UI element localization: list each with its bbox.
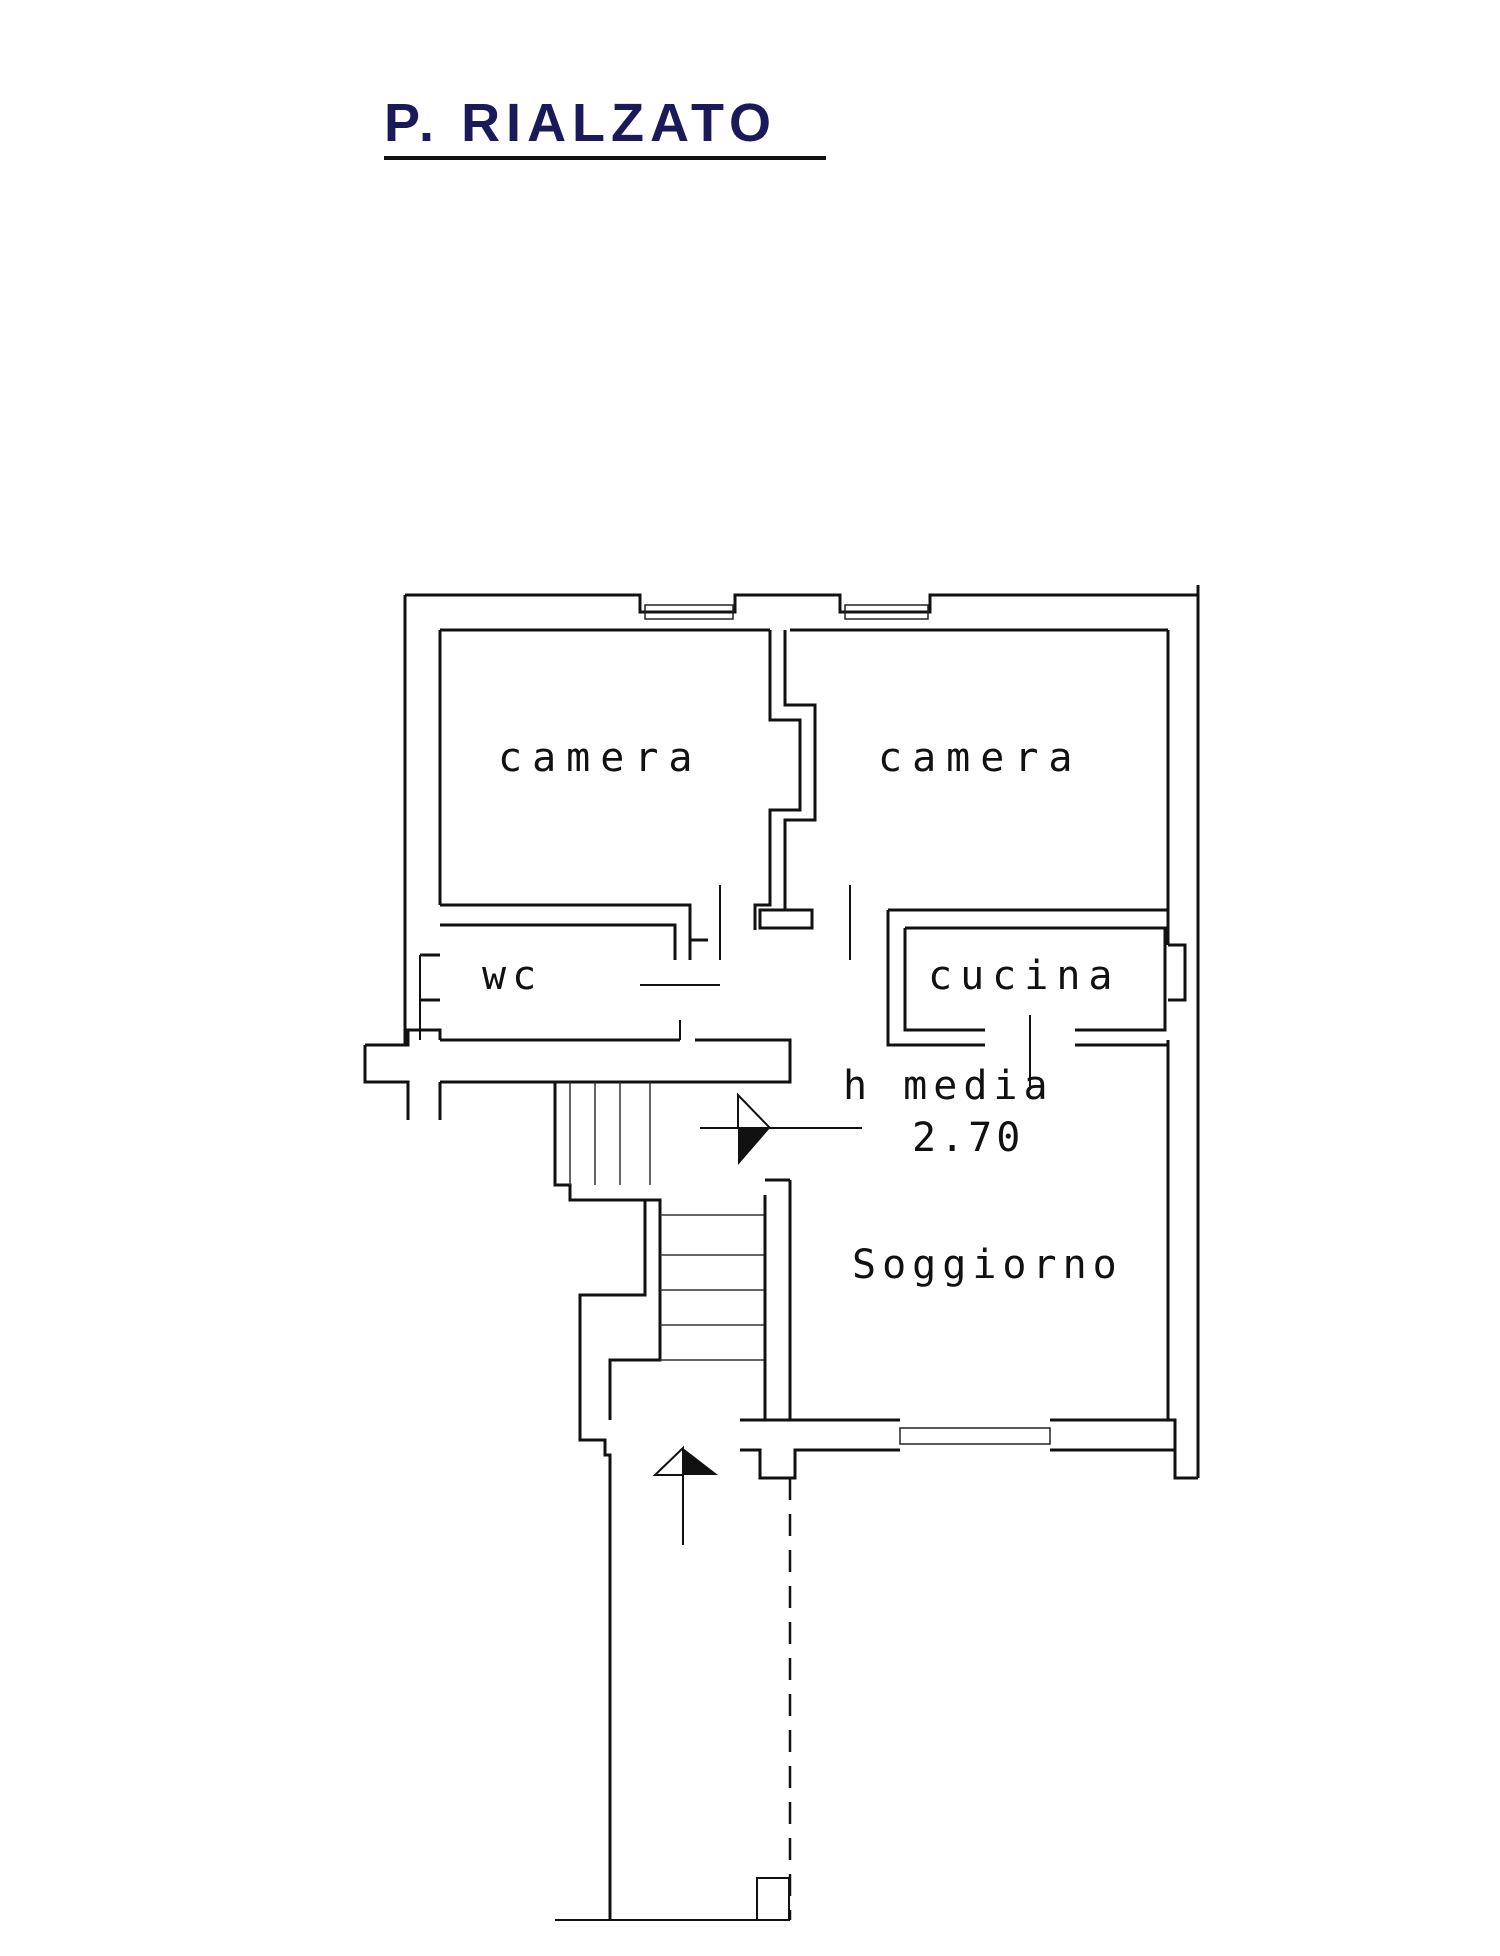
cucina-walls [1075, 943, 1187, 1047]
outer-walls [403, 585, 1200, 1480]
camera-left-walls [440, 630, 817, 942]
staircase [553, 1082, 792, 1920]
section-arrow-icon [700, 1092, 862, 1165]
wc-walls [419, 923, 768, 1042]
camera-right-walls [719, 885, 1170, 1090]
room-label-wc: wc [482, 953, 543, 999]
height-note-line1: h media [843, 1063, 1054, 1109]
front-ledge [363, 1028, 792, 1120]
plan-title: P. RIALZATO [384, 93, 778, 153]
room-label-cucina: cucina [928, 953, 1121, 999]
room-label-camera-left: camera [498, 735, 703, 781]
entrance-arrow-icon [652, 1445, 718, 1545]
height-note-line2: 2.70 [912, 1115, 1025, 1161]
room-label-camera-right: camera [878, 735, 1083, 781]
room-label-soggiorno: Soggiorno [852, 1242, 1123, 1288]
entrance-path [555, 1478, 792, 1921]
